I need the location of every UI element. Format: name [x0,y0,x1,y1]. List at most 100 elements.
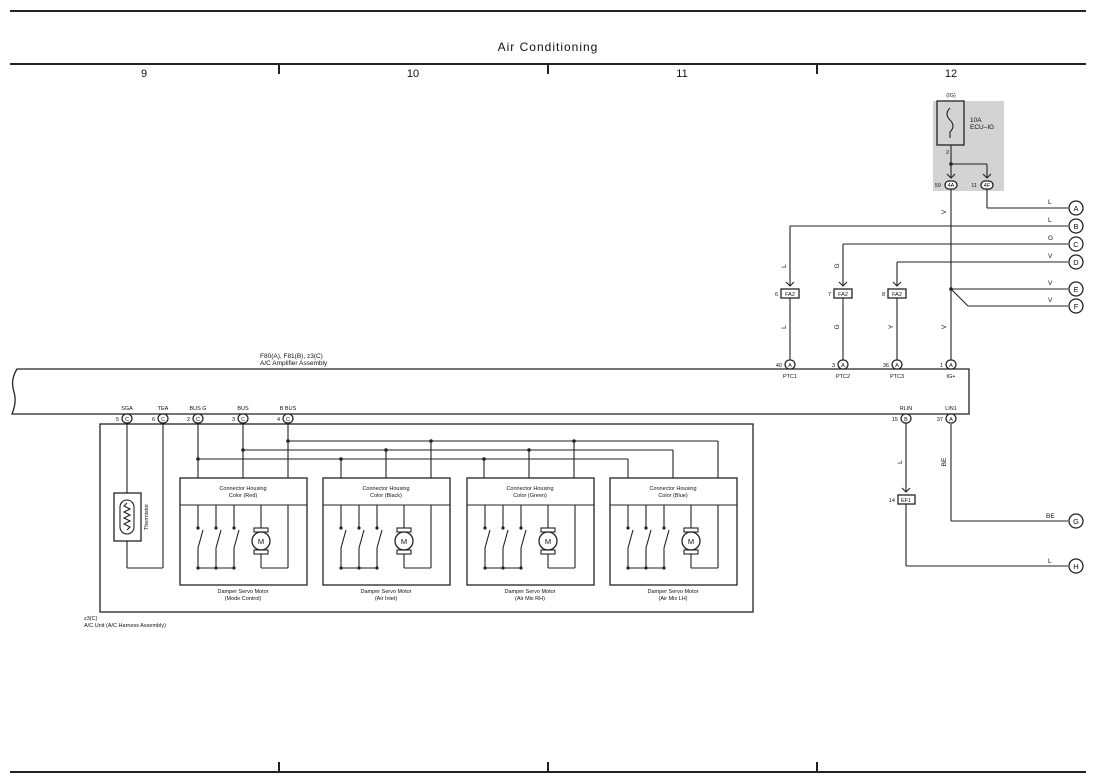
svg-text:59: 59 [935,183,941,189]
svg-text:A: A [1073,204,1078,213]
svg-text:G: G [834,324,841,329]
column-number: 12 [945,68,957,80]
svg-text:G: G [834,263,841,268]
svg-text:L: L [781,264,788,268]
svg-text:LIN1: LIN1 [945,406,957,412]
motor-symbol: M [688,537,694,546]
column-number: 10 [407,68,419,80]
motor-title: Damper Servo Motor [647,589,698,595]
motor-subtitle: (Air Inlet) [375,596,397,602]
switch-icon [520,529,527,549]
svg-text:C: C [125,417,129,423]
svg-text:14: 14 [889,498,895,504]
svg-text:B BUS: B BUS [280,406,297,412]
switch-icon [376,529,383,549]
ac-unit-box [99,423,754,613]
amplifier-bottom-pins: SGA C 5 TEA C 6 BUS G C 2 BUS C 3 B BUS … [116,406,957,424]
svg-text:Y: Y [888,324,895,329]
fuse-group-label: (IG) [946,93,956,99]
svg-text:A: A [841,363,845,369]
svg-text:V: V [941,209,948,214]
svg-text:8: 8 [882,292,885,298]
svg-text:H: H [1073,562,1078,571]
switch-icon [627,529,634,549]
motor-symbol: M [545,537,551,546]
motor-symbol: M [401,537,407,546]
svg-text:FA2: FA2 [892,292,902,298]
svg-text:6: 6 [775,292,778,298]
svg-text:V: V [1048,280,1053,287]
amplifier-name: A/C Amplifier Assembly [260,360,328,367]
connector-housing-color: Color (Blue) [658,493,688,499]
svg-text:A: A [788,363,792,369]
svg-text:L: L [1048,199,1052,206]
column-number: 11 [676,68,687,80]
svg-text:E: E [1073,285,1078,294]
svg-text:FA2: FA2 [838,292,848,298]
svg-text:TEA: TEA [158,406,169,412]
svg-text:SGA: SGA [121,406,133,412]
svg-text:D: D [1073,258,1079,267]
svg-text:4: 4 [277,417,280,423]
svg-text:EF1: EF1 [901,498,911,504]
svg-text:L: L [1048,217,1052,224]
connector-housing-label: Connector Housing [362,486,409,492]
svg-text:G: G [1073,517,1079,526]
svg-text:C: C [286,417,290,423]
thermistor-label: Thermistor [144,504,150,530]
svg-text:1: 1 [940,363,943,369]
switch-icon [197,529,204,549]
connector-housing-color: Color (Red) [229,493,258,499]
switch-icon [645,529,652,549]
switch-icon [340,529,347,549]
damper-servo-motor-box [466,477,595,586]
motor-subtitle: (Air Mix LH) [658,596,687,602]
svg-text:BE: BE [941,457,948,466]
amplifier-ref: F80(A), F81(B), z3(C) [260,353,323,360]
svg-text:FA2: FA2 [785,292,795,298]
svg-text:3: 3 [832,363,835,369]
svg-text:4A: 4A [948,183,955,189]
svg-text:V: V [1048,297,1053,304]
svg-text:BE: BE [1046,513,1055,520]
svg-text:L: L [781,325,788,329]
offpage-references: A L B L C G D V E V F V G BE H L [1046,199,1084,574]
svg-text:7: 7 [828,292,831,298]
svg-text:4F: 4F [984,183,991,189]
motor-title: Damper Servo Motor [504,589,555,595]
connector-housing-label: Connector Housing [506,486,553,492]
switch-icon [502,529,509,549]
svg-text:L: L [1048,558,1052,565]
svg-text:15: 15 [892,417,898,423]
svg-text:C: C [1073,240,1079,249]
motor-title: Damper Servo Motor [360,589,411,595]
connector-housing-label: Connector Housing [649,486,696,492]
connector-housing-label: Connector Housing [219,486,266,492]
svg-text:IG+: IG+ [946,374,955,380]
damper-servo-motor-box [179,477,308,586]
svg-text:C: C [196,417,200,423]
motor-subtitle: (Air Mix RH) [515,596,545,602]
svg-text:B: B [1073,222,1078,231]
junction-block-shading [933,101,1004,191]
column-number: 9 [141,68,147,80]
fuse-rating: 10A [970,117,982,124]
svg-text:40: 40 [776,363,782,369]
switch-icon [233,529,240,549]
svg-text:11: 11 [971,183,977,189]
svg-text:C: C [161,417,165,423]
unit-name: A/C Unit (A/C Harness Assembly) [84,623,166,629]
svg-text:BUS G: BUS G [189,406,206,412]
svg-text:BUS: BUS [237,406,249,412]
svg-text:F: F [1074,302,1079,311]
fuse-name: ECU–IG [970,124,994,131]
page-title: Air Conditioning [498,40,599,54]
switch-icon [358,529,365,549]
connector-housing-color: Color (Black) [370,493,402,499]
thermistor-icon [113,492,142,542]
svg-text:PTC1: PTC1 [783,374,797,380]
damper-servo-motor-box [609,477,738,586]
column-ticks [278,64,818,772]
motor-symbol: M [258,537,264,546]
